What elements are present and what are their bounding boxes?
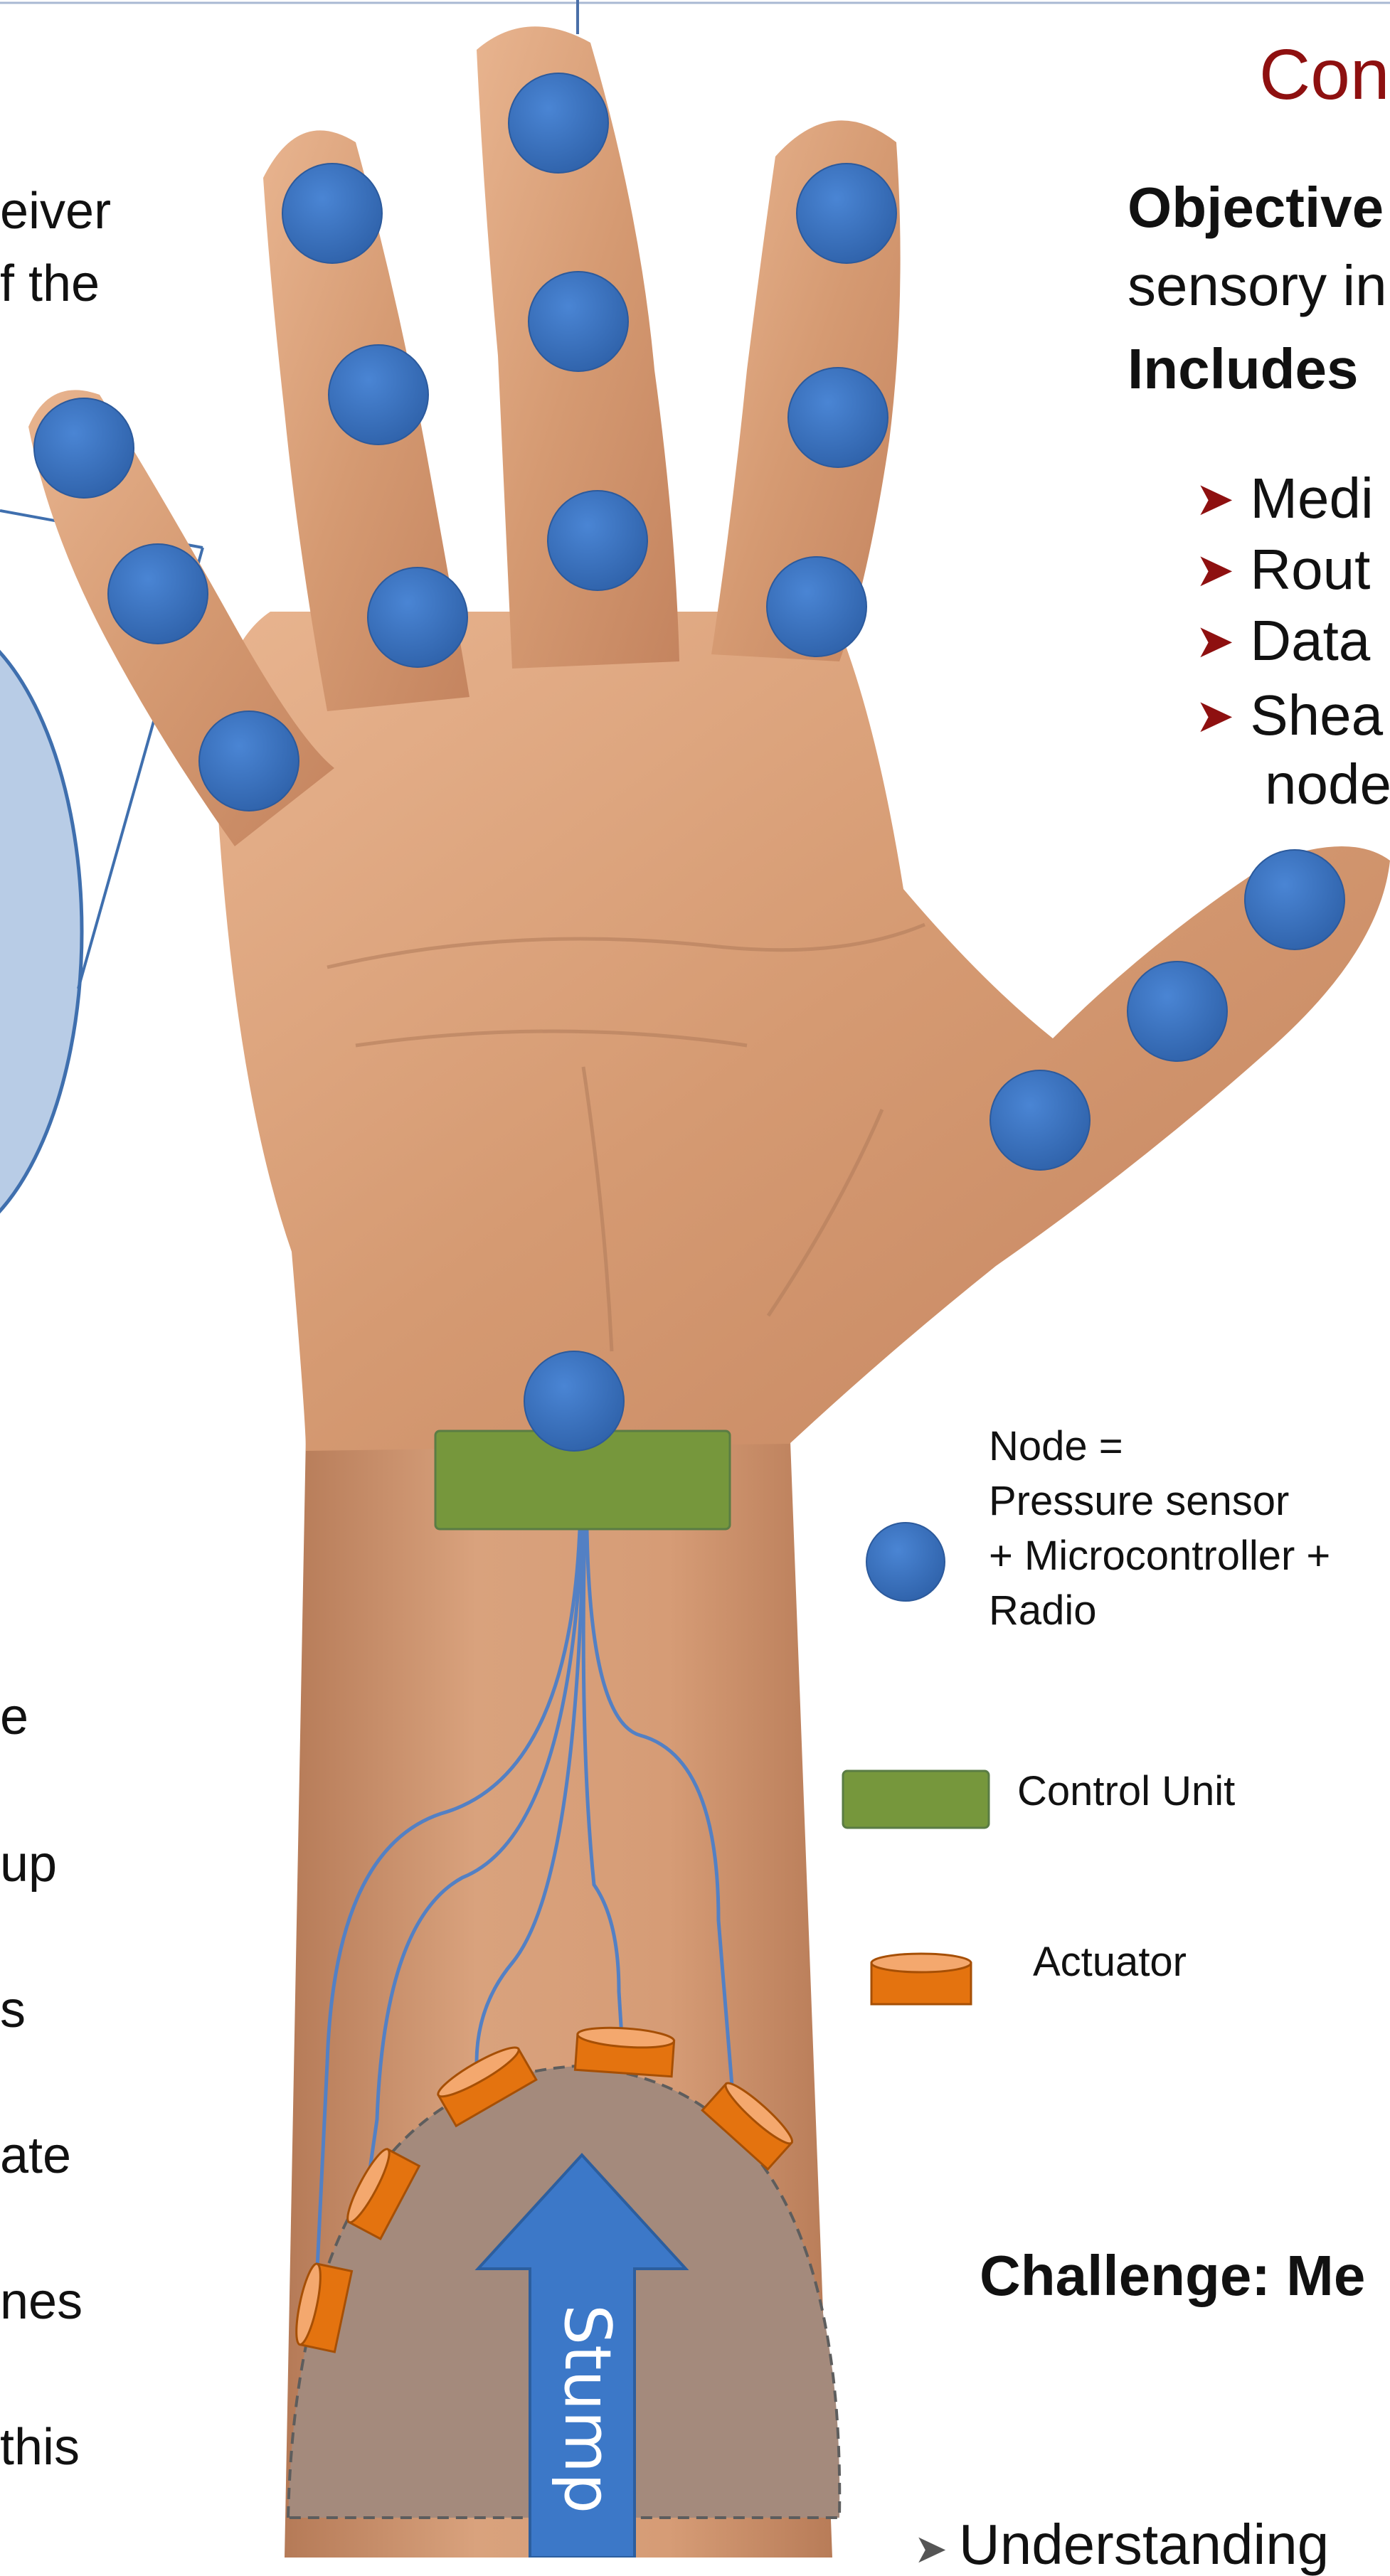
legend-actuator-label: Actuator	[1033, 1934, 1187, 1989]
includes-label: Includes	[1128, 338, 1359, 400]
left-text-fragment: s	[0, 1982, 26, 2038]
sensor-node	[1245, 850, 1344, 949]
sensor-node	[529, 272, 628, 371]
objective-line: Objective	[1128, 176, 1384, 239]
sensor-node	[1128, 962, 1227, 1061]
challenge-heading: Challenge: Me	[980, 2247, 1365, 2304]
sensor-node	[524, 1351, 624, 1451]
sensor-node	[108, 544, 208, 644]
left-text-fragment: up	[0, 1836, 57, 1893]
legend-node-label: Node =	[989, 1419, 1330, 1474]
actuator	[575, 2025, 674, 2076]
bullet-item: ➤Data	[1195, 608, 1370, 669]
sensor-node	[548, 491, 647, 590]
legend-node-line: Pressure sensor	[989, 1474, 1330, 1528]
legend-actuator-swatch	[871, 1954, 971, 2004]
sensor-node	[509, 73, 608, 173]
sensor-node	[797, 164, 896, 263]
legend-node-line: Radio	[989, 1583, 1330, 1638]
bullet-arrow-icon: ➤	[914, 2526, 948, 2571]
left-text-fragment: this	[0, 2420, 80, 2476]
sensor-node	[199, 711, 299, 811]
objective-label: Objective	[1128, 176, 1384, 239]
bullet-item: ➤Medi	[1195, 466, 1374, 527]
sensor-node	[34, 398, 134, 498]
left-text-fragment: e	[0, 1689, 28, 1745]
bullet-item: ➤Rout	[1195, 537, 1370, 598]
legend-control-unit-label: Control Unit	[1017, 1764, 1235, 1819]
sensor-node	[282, 164, 382, 263]
bullet-arrow-icon: ➤	[1195, 546, 1234, 593]
bullet-continuation: node	[1265, 756, 1390, 813]
bullet-arrow-icon: ➤	[1195, 692, 1234, 739]
stump-label: Stump	[550, 2304, 625, 2513]
bullet-arrow-icon: ➤	[1195, 617, 1234, 664]
sensor-node	[368, 568, 467, 667]
left-text-fragment: nes	[0, 2274, 83, 2330]
legend-node-text: Node = Pressure sensor + Microcontroller…	[989, 1419, 1330, 1639]
title-fragment: Con	[1259, 39, 1389, 110]
left-text-fragment: eiver	[0, 183, 111, 240]
objective-text-fragment: sensory in	[1128, 255, 1387, 317]
bullet-item: ➤Shea	[1195, 683, 1383, 744]
legend-node-line: + Microcontroller +	[989, 1528, 1330, 1583]
sensor-node	[767, 557, 866, 656]
left-text-fragment: ate	[0, 2128, 71, 2184]
left-text-fragment: f the	[0, 256, 100, 312]
sensor-node	[788, 368, 888, 467]
bullet-arrow-icon: ➤	[1195, 475, 1234, 522]
sensor-node	[329, 345, 428, 445]
legend-control-unit-swatch	[843, 1771, 989, 1828]
zoom-ellipse	[0, 612, 82, 1252]
sensor-node	[990, 1070, 1090, 1170]
legend-node-swatch	[866, 1523, 945, 1601]
bottom-bullet: ➤Understanding	[914, 2516, 1329, 2573]
